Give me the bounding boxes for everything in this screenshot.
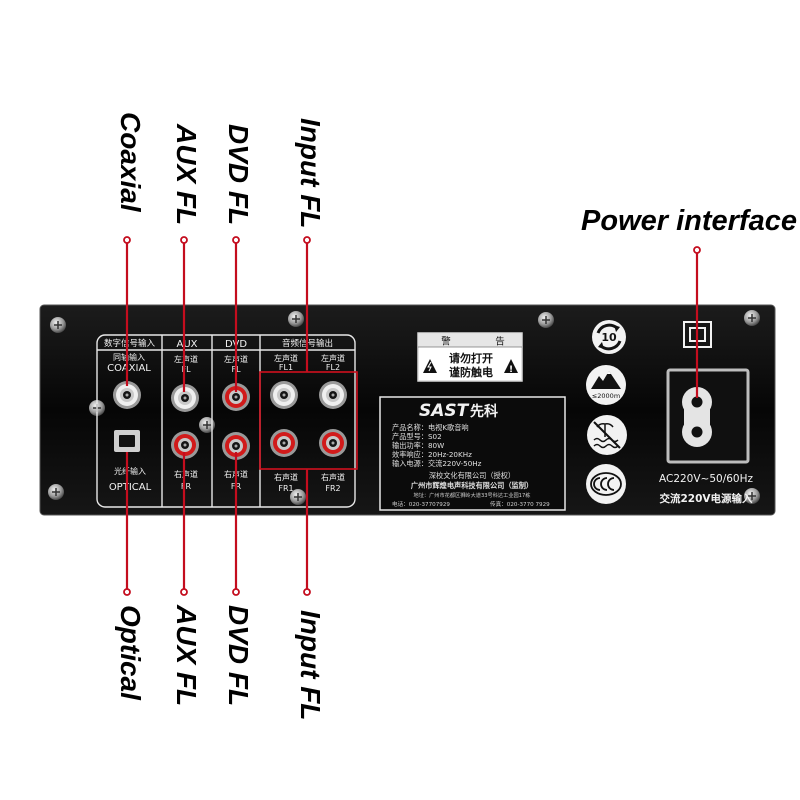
- coaxial-label-cn: 同轴输入: [113, 352, 145, 362]
- spec-line: 产品名称：电视K歌音响: [392, 423, 469, 432]
- callout-dot: [303, 236, 311, 244]
- callout-dot: [303, 588, 311, 596]
- warning-box: [417, 332, 523, 382]
- callout-dot: [123, 236, 131, 244]
- output-fl2-label-en: FL2: [326, 363, 340, 372]
- callout-dot: [180, 236, 188, 244]
- no-tropical-icon: [587, 415, 627, 455]
- coaxial-jack: [113, 381, 141, 409]
- header-digital-input: 数字信号输入: [104, 338, 156, 349]
- screw-icon: [288, 311, 304, 327]
- callout-dots: [123, 236, 701, 596]
- manufacturer: 广州市辉煌电声科技有限公司（监制）: [411, 481, 533, 490]
- aux-left-label-en: FL: [181, 365, 191, 374]
- optical-label-en: OPTICAL: [109, 482, 152, 493]
- aux-right-label-cn: 右声道: [174, 469, 198, 479]
- output-fr2-label-cn: 右声道: [321, 472, 345, 482]
- spec-line: 输入电源：交流220V-50Hz: [392, 459, 482, 468]
- callout-label-input-fl-bottom: Input FL: [295, 610, 326, 721]
- callout-label-dvd-fl-bottom: DVD FL: [223, 605, 254, 707]
- spec-line: 效率响应：20Hz-20KHz: [392, 450, 472, 459]
- callout-label-power-interface: Power interface: [581, 205, 797, 237]
- altitude-icon: [586, 365, 626, 405]
- brand-logo: SAST: [419, 401, 470, 421]
- output-fr1-jack: [270, 429, 298, 457]
- fax: 传真：020-3770 7929: [490, 500, 550, 508]
- warning-line-2: 谨防触电: [449, 365, 493, 379]
- output-fl2-jack: [319, 381, 347, 409]
- optical-port: [114, 430, 140, 452]
- callout-label-coaxial: Coaxial: [115, 112, 146, 212]
- aux-right-label-en: FR: [181, 482, 192, 491]
- callout-dot: [180, 588, 188, 596]
- nameplate: [379, 396, 566, 511]
- output-fr2-jack: [319, 429, 347, 457]
- aux-left-label-cn: 左声道: [174, 354, 198, 364]
- dvd-fl-jack: [222, 383, 250, 411]
- output-fl1-label-en: FL1: [279, 363, 293, 372]
- screw-icon: [538, 312, 554, 328]
- licensor: 深校文化有限公司（授权）: [429, 471, 515, 480]
- screw-icon: [199, 417, 215, 433]
- recycle-years: 10: [601, 331, 617, 344]
- aux-fr-jack: [171, 431, 199, 459]
- output-fr1-label-cn: 右声道: [274, 472, 298, 482]
- output-highlight-frame: [259, 371, 358, 470]
- callout-label-aux-fl-top: AUX FL: [171, 124, 202, 226]
- callout-label-optical: Optical: [115, 605, 146, 700]
- callout-dot: [232, 588, 240, 596]
- aux-fl-jack: [171, 384, 199, 412]
- output-fl2-label-cn: 左声道: [321, 353, 345, 363]
- callout-label-input-fl-top: Input FL: [295, 118, 326, 229]
- callout-dot: [123, 588, 131, 596]
- screw-icon: [290, 489, 306, 505]
- output-fr1-label-en: FR1: [278, 484, 293, 493]
- callout-label-dvd-fl-top: DVD FL: [223, 124, 254, 226]
- callout-dot: [693, 246, 701, 254]
- coaxial-label-en: COAXIAL: [107, 363, 151, 374]
- callout-lines: [125, 243, 699, 589]
- address: 地址：广州市花都区狮岭大道33号科达工业园17栋: [414, 491, 531, 499]
- warning-triangle-icon: [423, 359, 437, 373]
- warning-line-1: 请勿打开: [449, 351, 493, 365]
- optical-label-cn: 光纤输入: [114, 466, 146, 476]
- callout-dot: [232, 236, 240, 244]
- power-socket: [666, 368, 750, 464]
- recycle-icon: [592, 320, 626, 354]
- output-fl1-jack: [270, 381, 298, 409]
- screw-icon: [744, 310, 760, 326]
- screw-icon: [744, 488, 760, 504]
- warning-title-right: 告: [495, 336, 505, 348]
- ccc-certification-icon: [586, 464, 626, 504]
- power-rating: AC220V~50/60Hz: [659, 473, 754, 485]
- power-input-label-cn: 交流220V电源输入: [659, 492, 753, 505]
- screw-icon: [50, 317, 66, 333]
- screw-icon: [48, 484, 64, 500]
- callout-label-aux-fl-bottom: AUX FL: [171, 605, 202, 707]
- warning-title-left: 警: [441, 336, 451, 348]
- spec-line: 输出功率：80W: [392, 441, 444, 450]
- output-fr2-label-en: FR2: [325, 484, 340, 493]
- output-fl1-label-cn: 左声道: [274, 353, 298, 363]
- brand-logo-cn: 先科: [470, 403, 498, 420]
- warning-triangle-icon: !: [504, 359, 518, 375]
- spec-line: 产品型号：S02: [392, 432, 442, 441]
- dvd-fr-jack: [222, 432, 250, 460]
- svg-text:!: !: [509, 365, 513, 375]
- altitude-value: ≤2000m: [592, 392, 620, 400]
- phone: 电话：020-37707929: [392, 500, 450, 508]
- header-aux: AUX: [176, 339, 197, 350]
